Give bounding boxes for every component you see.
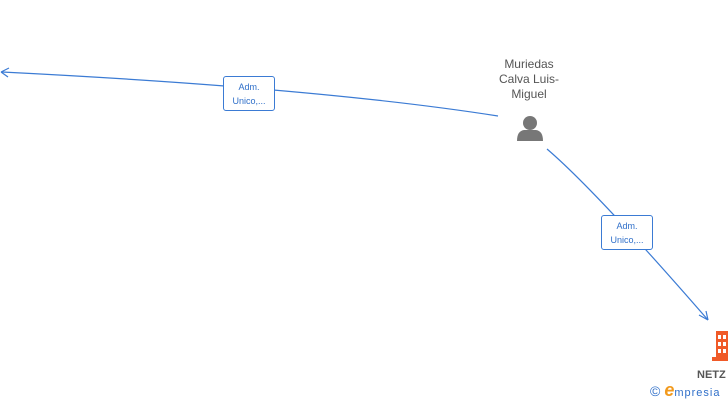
company-name[interactable]: NETZ: [697, 369, 726, 381]
brand-logo-letter: e: [664, 380, 675, 400]
brand-logo-text: mpresia: [674, 387, 721, 399]
arrow-left-icon: [0, 67, 10, 78]
edge-label-role: Adm.: [616, 221, 638, 231]
edge-line-left: [1, 71, 499, 117]
edge-label-detail: Unico,...: [610, 235, 644, 245]
edge-label-left[interactable]: Adm. Unico,...: [223, 76, 275, 111]
watermark: ©empresia: [650, 380, 720, 401]
building-icon[interactable]: [712, 331, 728, 361]
edge-label-right[interactable]: Adm. Unico,...: [601, 215, 653, 250]
person-name-line: Miguel: [511, 87, 547, 101]
arrow-right-icon: [698, 310, 709, 321]
person-name[interactable]: Muriedas Calva Luis- Miguel: [488, 57, 570, 102]
copyright-icon: ©: [650, 383, 661, 399]
edge-line-right: [546, 148, 709, 321]
person-name-line: Muriedas: [504, 57, 554, 71]
person-name-line: Calva Luis-: [498, 72, 560, 86]
person-icon[interactable]: [517, 116, 543, 141]
edge-label-role: Adm.: [238, 82, 260, 92]
edge-label-detail: Unico,...: [232, 96, 266, 106]
